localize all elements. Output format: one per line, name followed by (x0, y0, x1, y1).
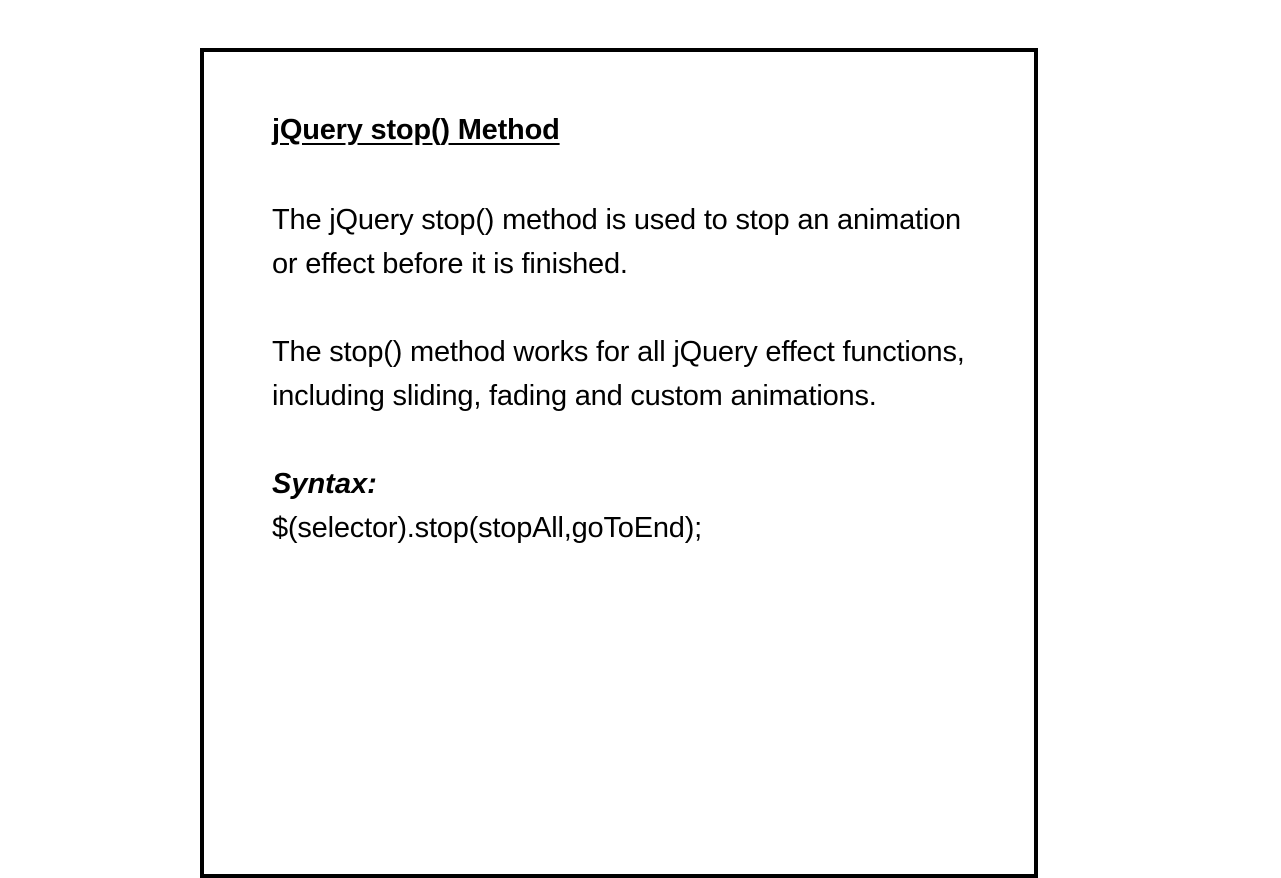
scope-paragraph: The stop() method works for all jQuery e… (272, 336, 965, 412)
page-title: jQuery stop() Method (272, 114, 560, 146)
syntax-code: $(selector).stop(stopAll,goToEnd); (272, 512, 703, 544)
syntax-label: Syntax: (272, 468, 377, 500)
description-paragraph: The jQuery stop() method is used to stop… (272, 204, 961, 280)
content-body: jQuery stop() Method The jQuery stop() m… (272, 110, 992, 550)
content-frame: jQuery stop() Method The jQuery stop() m… (200, 48, 1038, 878)
